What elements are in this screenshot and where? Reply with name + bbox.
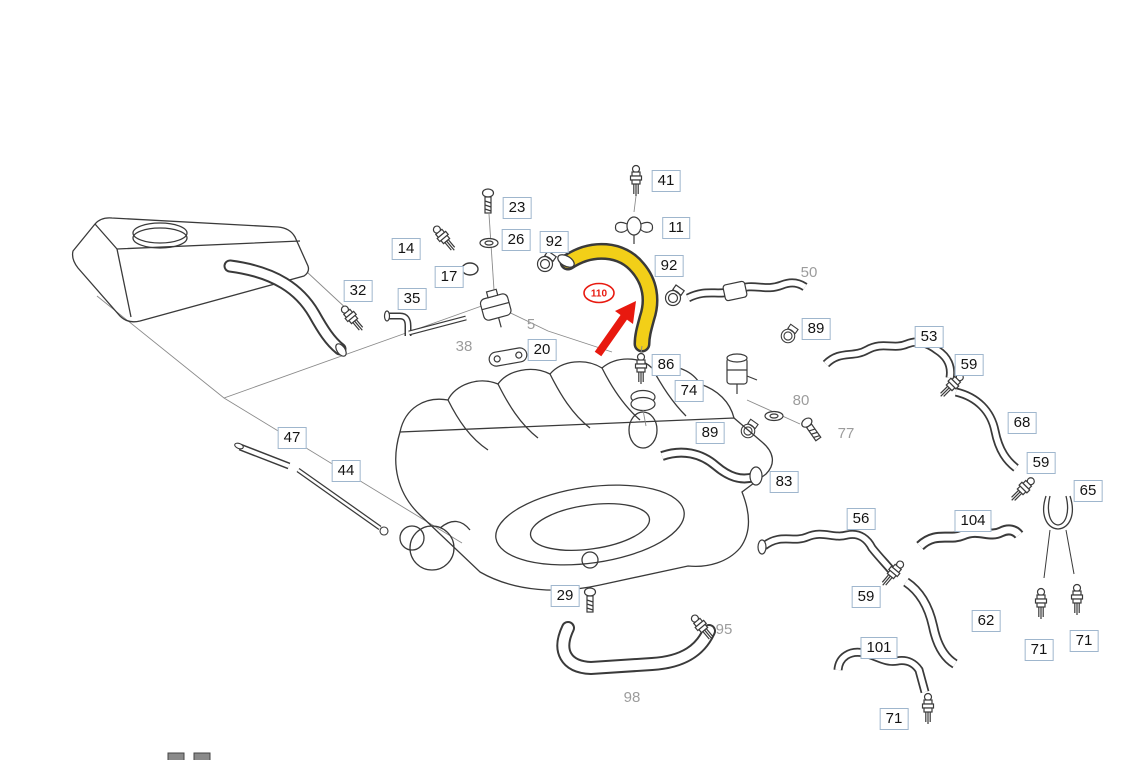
- outlet-83-drawing: [660, 447, 763, 486]
- hose-101-drawing: [833, 647, 930, 694]
- hose-68-drawing: [954, 387, 1019, 472]
- clamp-89-top-drawing: [780, 323, 799, 344]
- fitting-71-left-drawing: [1034, 587, 1048, 620]
- washer-80-drawing: [764, 410, 784, 422]
- construction-lines: [96, 213, 801, 544]
- tube-44-drawing: [296, 467, 389, 536]
- clip-65-drawing: [1043, 495, 1075, 579]
- pipe-35-to-valve: [408, 315, 467, 336]
- intake-manifold-drawing: [395, 358, 773, 591]
- screw-29-drawing: [583, 587, 597, 613]
- oring-17-drawing: [461, 262, 479, 276]
- hose-98-drawing: [556, 621, 716, 676]
- fitting-14-drawing: [429, 222, 460, 255]
- bracket-20-drawing: [488, 347, 528, 367]
- fitting-71-right-drawing: [1070, 583, 1084, 616]
- clamp-92-left-drawing: [536, 250, 557, 273]
- fitting-41-drawing: [629, 164, 643, 197]
- clamp-92-right-drawing: [664, 284, 685, 307]
- fitting-32-drawing: [337, 302, 368, 335]
- hose-56-drawing: [757, 529, 895, 573]
- hose-53-drawing: [822, 337, 955, 379]
- cropped-ui-artifact: [167, 752, 211, 760]
- hose-104-drawing: [916, 524, 1024, 551]
- hose-50-drawing: [685, 278, 808, 303]
- tube-47-drawing: [234, 442, 291, 470]
- valve-74-drawing: [726, 353, 758, 394]
- port-rings-drawing: [630, 389, 656, 427]
- assembly-line-110-86: [640, 345, 643, 354]
- bolt-77-drawing: [799, 415, 824, 443]
- callout-oval-110: 110: [583, 282, 615, 304]
- screw-23-drawing: [481, 188, 495, 214]
- red-arrow: [594, 301, 636, 357]
- valve-5-drawing: [479, 288, 512, 328]
- clamp-89-bottom-drawing: [740, 418, 759, 439]
- callout-label: 110: [591, 289, 608, 300]
- fitting-86-drawing: [634, 352, 648, 385]
- breather-hose-drawing: [223, 259, 347, 357]
- fitting-59-middle-drawing: [1007, 474, 1038, 505]
- valve-cover-drawing: [71, 217, 310, 323]
- highlighted-hose-110: [557, 242, 659, 353]
- fitting-71-bottom-drawing: [921, 692, 935, 725]
- washer-26-drawing: [479, 237, 499, 249]
- elbow-35-drawing: [383, 310, 412, 336]
- wing-nut-11-drawing: [614, 216, 654, 244]
- assembly-line-41-11: [633, 195, 637, 213]
- hose-62-drawing: [903, 577, 958, 669]
